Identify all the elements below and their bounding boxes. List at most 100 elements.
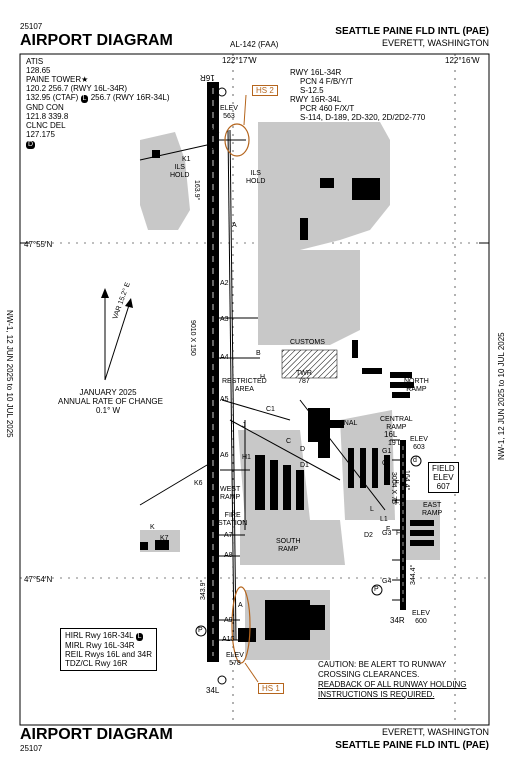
taxiways xyxy=(139,129,400,641)
hotspot-1-label: HS 1 xyxy=(258,683,284,694)
gnd-label: GND CON xyxy=(26,103,64,112)
airport-city: EVERETT, WASHINGTON xyxy=(381,38,489,48)
reil-text: REIL Rwys 16L and 34R xyxy=(65,650,153,659)
twy-b: B xyxy=(256,350,261,357)
hdg-343: 343.9° xyxy=(200,579,207,600)
twy-k1: K1 xyxy=(182,156,191,163)
lon-label-1: 122°17'W xyxy=(222,56,257,65)
parking-p-2-label: P xyxy=(374,586,379,593)
twy-c1: C1 xyxy=(266,406,275,413)
clnc-label: CLNC DEL xyxy=(26,121,66,130)
customs-label: CUSTOMS xyxy=(290,339,325,346)
parking-p-1-label: P xyxy=(198,627,203,634)
rwy-16l-34r-s: S-12.5 xyxy=(300,86,324,95)
runway-data-block: RWY 16L-34R PCN 4 F/B/Y/T S-12.5 RWY 16R… xyxy=(290,68,425,122)
wind-indicator-south xyxy=(217,675,227,685)
footer-chart-number: 25107 xyxy=(20,744,43,753)
tower-freq-2b: 256.7 (RWY 16R-34L) xyxy=(90,93,170,102)
twy-a-south: A xyxy=(238,602,243,609)
gnd-freq: 121.8 339.8 xyxy=(26,112,69,121)
south-ramp-area xyxy=(240,520,345,565)
tdz-text: TDZ/CL Rwy 16R xyxy=(65,659,128,668)
twy-k: K xyxy=(150,524,155,531)
twy-j: J xyxy=(242,422,246,429)
twy-f1: F1 xyxy=(395,480,404,487)
caution-line-2: CROSSING CLEARANCES. xyxy=(318,670,420,679)
rwy-16r-label: 16R xyxy=(200,73,215,82)
twy-aa: AA xyxy=(210,128,220,135)
page-title: AIRPORT DIAGRAM xyxy=(20,32,173,49)
twy-c: C xyxy=(286,438,292,445)
caution-line-3: READBACK OF ALL RUNWAY HOLDING xyxy=(318,680,467,689)
twy-k7: K7 xyxy=(160,535,169,542)
twy-k6: K6 xyxy=(194,480,203,487)
magvar-rate: 0.1° W xyxy=(95,406,121,415)
side-text-left: NW-1, 12 JUN 2025 to 10 JUL 2025 xyxy=(5,310,14,438)
comms-block: ATIS 128.65 PAINE TOWER★ 120.2 256.7 (RW… xyxy=(26,57,170,149)
hotspot-2-ellipse xyxy=(224,123,250,157)
rwy-16r-34l-pcr: PCR 460 F/X/T xyxy=(300,104,355,113)
caution-note: CAUTION: BE ALERT TO RUNWAY CROSSING CLE… xyxy=(318,660,466,700)
magvar-block: JANUARY 2025 ANNUAL RATE OF CHANGE 0.1° … xyxy=(58,388,163,415)
twy-a8: A8 xyxy=(224,552,233,559)
rwy-16l-label: 16L xyxy=(384,430,398,439)
rwy-16r-34l-s: S-114, D-189, 2D-320, 2D/2D2-770 xyxy=(300,113,426,122)
rwy-16r-34l-dims: 9010 X 150 xyxy=(189,320,196,356)
lon-label-2: 122°16'W xyxy=(445,56,480,65)
tower-freq-2: 132.95 (CTAF) L 256.7 (RWY 16R-34L) xyxy=(26,93,170,103)
rwy-16r-34l-label: RWY 16R-34L xyxy=(290,95,342,104)
parking-p-2 xyxy=(371,584,383,596)
twy-l1: L1 xyxy=(380,516,388,523)
twy-a7: A7 xyxy=(224,532,233,539)
twy-l: L xyxy=(370,506,374,513)
hdg-344: 344.4° xyxy=(410,564,417,585)
twy-g3: G3 xyxy=(382,530,392,537)
footer-airport-name: SEATTLE PAINE FLD INTL (PAE) xyxy=(335,740,489,751)
twy-a2: A2 xyxy=(220,280,229,287)
atis-freq: 128.65 xyxy=(26,66,51,75)
twy-d: D xyxy=(300,446,306,453)
d-badge-icon: D xyxy=(26,141,36,149)
customs-area xyxy=(281,349,338,379)
star-icon: ★ xyxy=(81,75,89,84)
caution-line-1: CAUTION: BE ALERT TO RUNWAY xyxy=(318,660,447,669)
twy-h: H xyxy=(260,374,266,381)
twy-g4: G4 xyxy=(382,578,392,585)
al-number: AL-142 (FAA) xyxy=(230,40,279,49)
magvar-date: JANUARY 2025 xyxy=(79,388,137,397)
central-ramp-area xyxy=(340,410,395,520)
runway-16l-34r xyxy=(400,440,406,610)
twy-a10: A10 xyxy=(222,636,235,643)
chart-number-top: 25107 xyxy=(20,22,43,31)
circle-d xyxy=(410,455,422,467)
twy-a9: A9 xyxy=(224,617,233,624)
rwy-16l-34r-label: RWY 16L-34R xyxy=(290,68,342,77)
twy-a3: A3 xyxy=(220,316,229,323)
lighting-l-icon: L xyxy=(135,633,144,641)
hotspot-2-label: HS 2 xyxy=(252,85,278,96)
magvar-rate-label: ANNUAL RATE OF CHANGE xyxy=(58,397,163,406)
runway-16r-34l xyxy=(207,82,219,662)
lighting-box: HIRL Rwy 16R-34L L MIRL Rwy 16L-34R REIL… xyxy=(60,628,158,671)
rwy-34l-label: 34L xyxy=(206,686,220,695)
ctaf-freq: 132.95 (CTAF) xyxy=(26,93,79,102)
wind-indicator-north xyxy=(217,87,227,97)
lighting-l-badge-icon: L xyxy=(80,95,89,103)
footer-city: EVERETT, WASHINGTON xyxy=(381,727,489,737)
twy-a-north: A xyxy=(232,222,237,229)
mirl-text: MIRL Rwy 16L-34R xyxy=(65,641,135,650)
circle-d-label: d xyxy=(413,457,417,464)
